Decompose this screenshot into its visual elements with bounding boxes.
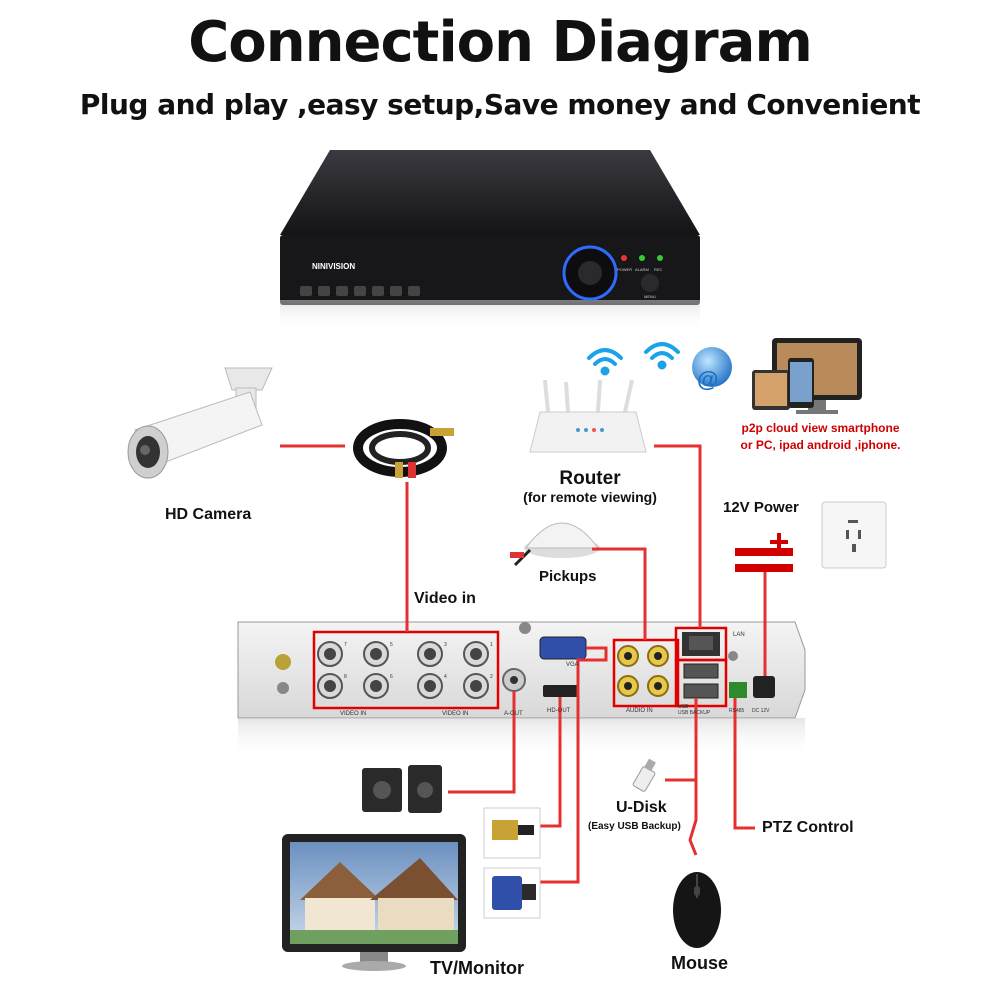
rear-vga-label: VGA (566, 662, 579, 668)
video-in-label: Video in (414, 590, 476, 607)
rear-video-in-label-2: VIDEO IN (442, 711, 468, 717)
vga-cable-image (483, 867, 541, 919)
rear-dc12v-label: DC 12V (752, 708, 770, 714)
hdmi-port-icon (543, 685, 579, 697)
router-sub-label: (for remote viewing) (523, 489, 657, 505)
usb-port-icon (683, 663, 719, 679)
bnc-port-icon: 7 (317, 641, 347, 667)
rear-rs485-label: RS485 (729, 708, 745, 714)
bnc-port-number: 8 (344, 674, 347, 680)
ptz-control-label: PTZ Control (762, 819, 854, 836)
rs485-port-icon (729, 682, 747, 698)
bnc-port-number: 2 (490, 674, 493, 680)
bnc-port-group: 7 5 3 1 8 6 4 2 (317, 641, 493, 699)
audio-jack-icon (647, 645, 669, 667)
hdmi-cable-image (483, 807, 541, 859)
rear-audio-out-label: A-OUT (504, 711, 523, 717)
bnc-port-number: 1 (490, 642, 493, 648)
mouse-label: Mouse (671, 953, 729, 973)
bnc-port-number: 3 (444, 642, 447, 648)
ground-screw-icon (275, 654, 291, 670)
bnc-port-icon: 2 (463, 673, 493, 699)
hd-camera-label: HD Camera (165, 506, 252, 523)
audio-jack-icon (617, 645, 639, 667)
p2p-text-line-1: p2p cloud view smartphone (741, 421, 900, 435)
indicator-rec-label: REC (654, 267, 663, 272)
dc12v-port-icon (753, 676, 775, 698)
audio-in-port-group (617, 645, 669, 697)
rear-hd-out-label: HD-OUT (547, 708, 571, 714)
bnc-port-icon: 5 (363, 641, 393, 667)
pickups-label: Pickups (539, 568, 597, 585)
router-image (529, 379, 647, 453)
indicator-power-label: POWER (617, 267, 632, 272)
rear-usb-backup-label: USB BACKUP (678, 710, 711, 716)
power-label: 12V Power (723, 499, 799, 516)
bnc-port-icon: 8 (317, 673, 347, 699)
wifi-icon (644, 342, 680, 370)
pickup-microphone-image (510, 522, 600, 567)
dvr-front-unit (280, 150, 700, 330)
usb-flash-drive-image (632, 758, 656, 792)
dc-power-symbol-icon (735, 533, 793, 572)
page-title: Connection Diagram (188, 10, 813, 75)
rear-lan-label: LAN (733, 632, 745, 638)
rear-video-in-label-1: VIDEO IN (340, 711, 366, 717)
bnc-port-icon: 6 (363, 673, 393, 699)
cable-coil-image (353, 419, 454, 478)
wall-socket-image (821, 501, 887, 569)
bnc-port-number: 6 (390, 674, 393, 680)
bnc-port-number: 7 (344, 642, 347, 648)
bnc-port-icon: 4 (417, 673, 447, 699)
rear-usb-label: USB (678, 704, 689, 710)
page-subtitle: Plug and play ,easy setup,Save money and… (79, 88, 921, 121)
wifi-icon (587, 348, 623, 376)
tv-monitor-image (282, 834, 466, 971)
devices-collage-image (752, 338, 862, 414)
mouse-image (673, 872, 721, 948)
bnc-port-number: 5 (390, 642, 393, 648)
audio-jack-icon (647, 675, 669, 697)
dvr-brand-label: NINIVISION (312, 262, 355, 271)
rear-audio-in-label: AUDIO IN (626, 708, 653, 714)
u-disk-sub-label: (Easy USB Backup) (588, 821, 681, 832)
bnc-port-icon: 1 (463, 641, 493, 667)
tv-monitor-label: TV/Monitor (430, 958, 524, 978)
menu-label: MENU (644, 294, 656, 299)
usb-port-icon (683, 683, 719, 699)
bnc-port-number: 4 (444, 674, 447, 680)
hd-camera-image (127, 367, 273, 479)
globe-icon: @ (692, 347, 732, 392)
bnc-port-icon: 3 (417, 641, 447, 667)
audio-jack-icon (617, 675, 639, 697)
vga-port-icon (539, 636, 587, 660)
speakers-image (362, 765, 442, 813)
router-label: Router (559, 468, 621, 489)
u-disk-label: U-Disk (616, 799, 667, 816)
svg-text:@: @ (697, 367, 718, 392)
connection-lines (280, 444, 767, 884)
indicator-alarm-label: ALARM (635, 267, 649, 272)
p2p-text-line-2: or PC, ipad android ,iphone. (740, 438, 901, 452)
